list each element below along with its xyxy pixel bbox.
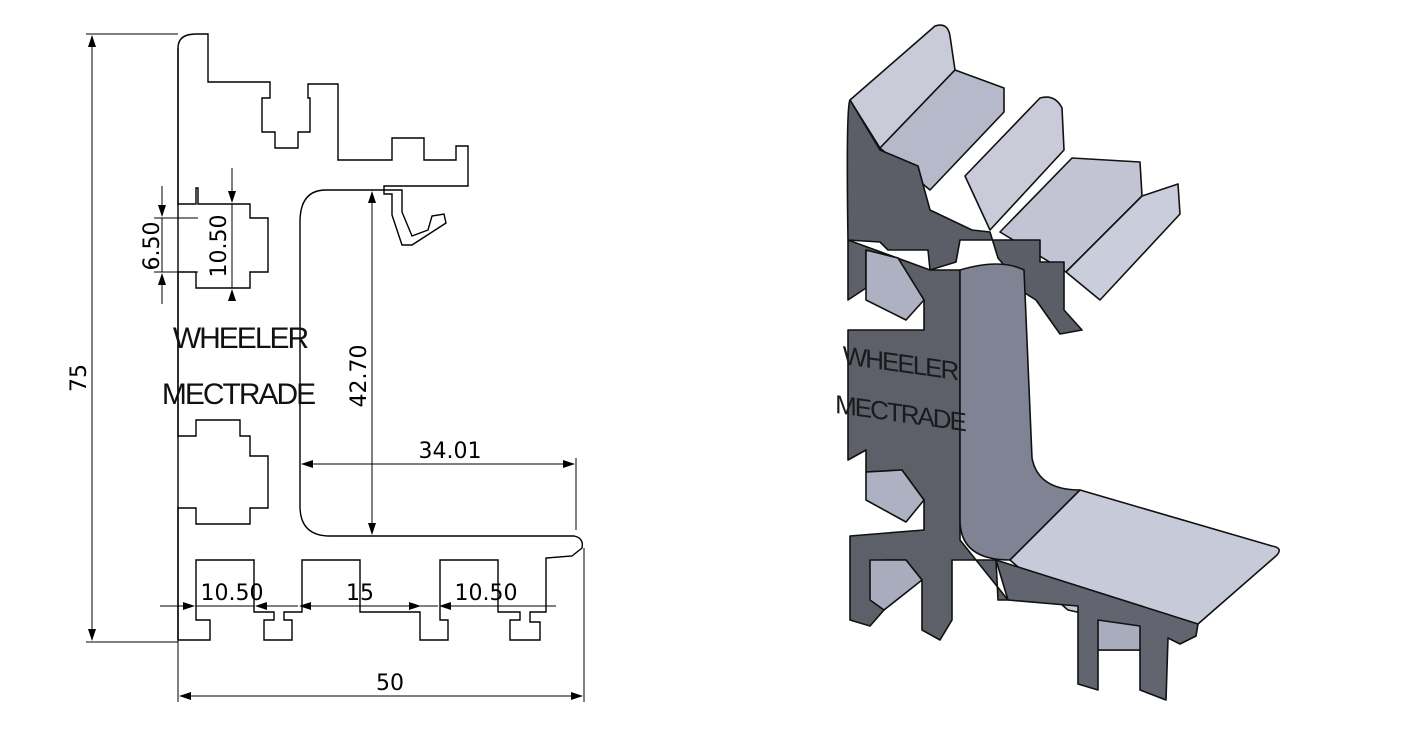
render-bottom-slot-left bbox=[869, 559, 923, 611]
render-top-rail-1 bbox=[849, 24, 956, 149]
dim-web-height-label: 42.70 bbox=[347, 345, 372, 408]
render-top-rail-2 bbox=[964, 96, 1065, 231]
dim-bottom-slot-right-label: 10.50 bbox=[455, 581, 518, 606]
profile-drawing bbox=[177, 33, 584, 641]
drawing-brand-line1: WHEELER bbox=[173, 322, 309, 355]
render-slot-lower bbox=[865, 469, 925, 523]
dim-slot-opening bbox=[154, 186, 198, 304]
dim-overall-height bbox=[86, 33, 178, 643]
dim-flange-width bbox=[301, 458, 577, 530]
dim-slot-depth-label: 10.50 bbox=[207, 215, 232, 278]
profile-3d-render bbox=[846, 24, 1280, 701]
dim-bottom-slot-left-label: 10.50 bbox=[201, 581, 264, 606]
drawing-brand-line2: MECTRADE bbox=[162, 378, 315, 411]
profile-outline bbox=[177, 33, 584, 641]
left-side-outline bbox=[177, 48, 269, 640]
render-top-rail-4 bbox=[1065, 183, 1181, 301]
dim-slot-opening-label: 6.50 bbox=[140, 222, 165, 271]
render-web-face bbox=[959, 263, 1081, 561]
render-bottom-slot-right bbox=[1097, 619, 1141, 651]
render-slot-upper bbox=[865, 249, 925, 321]
dim-overall-width bbox=[177, 548, 585, 702]
dim-overall-width-label: 50 bbox=[376, 671, 404, 696]
dim-flange-width-label: 34.01 bbox=[419, 439, 482, 464]
render-left-block bbox=[847, 239, 1009, 641]
render-bottom-face bbox=[995, 559, 1199, 701]
dim-bottom-spacing-label: 15 bbox=[346, 581, 374, 606]
dim-overall-height-label: 75 bbox=[67, 364, 92, 392]
